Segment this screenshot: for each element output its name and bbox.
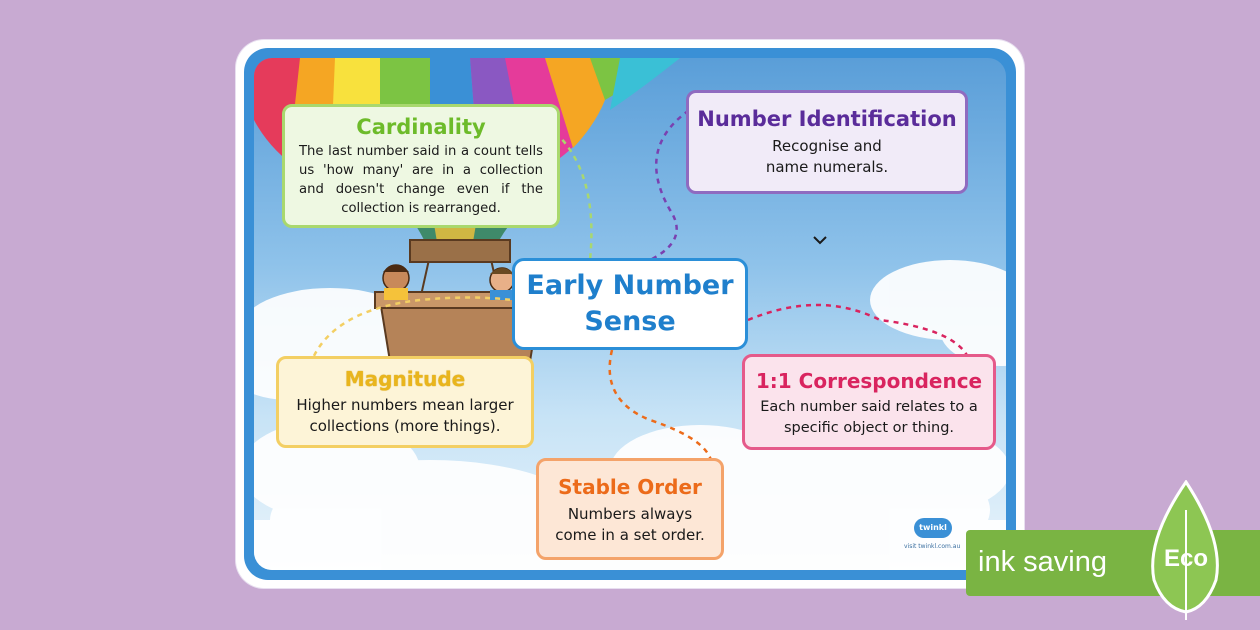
bird-icon — [813, 236, 827, 245]
card-body: The last number said in a count tells us… — [299, 144, 543, 216]
poster-title: Early Number Sense — [526, 270, 734, 337]
card-body: Numbers always come in a set order. — [555, 505, 705, 544]
card-stable-order: Stable Order Numbers always come in a se… — [536, 458, 724, 560]
card-number-identification: Number Identification Recognise and name… — [686, 90, 968, 194]
logo-url: visit twinkl.com.au — [904, 543, 961, 550]
leaf-icon — [1151, 480, 1219, 620]
card-magnitude: Magnitude Higher numbers mean larger col… — [276, 356, 534, 448]
card-body: Recognise and name numerals. — [765, 137, 889, 176]
card-title: 1:1 Correspondence — [755, 369, 983, 393]
poster-title-box: Early Number Sense — [512, 258, 748, 350]
ink-saving-text: ink saving — [978, 546, 1107, 578]
card-cardinality: Cardinality The last number said in a co… — [282, 104, 560, 228]
card-title: Stable Order — [558, 475, 702, 499]
twinkl-logo: twinkl — [914, 518, 952, 538]
card-correspondence: 1:1 Correspondence Each number said rela… — [742, 354, 996, 450]
card-body: Each number said relates to a specific o… — [760, 399, 978, 436]
card-title: Cardinality — [356, 115, 486, 139]
connector-lines — [308, 98, 972, 466]
card-title: Magnitude — [344, 367, 466, 391]
eco-label: Eco — [1163, 545, 1208, 572]
card-body: Higher numbers mean larger collections (… — [296, 396, 514, 435]
card-title: Number Identification — [697, 107, 957, 131]
